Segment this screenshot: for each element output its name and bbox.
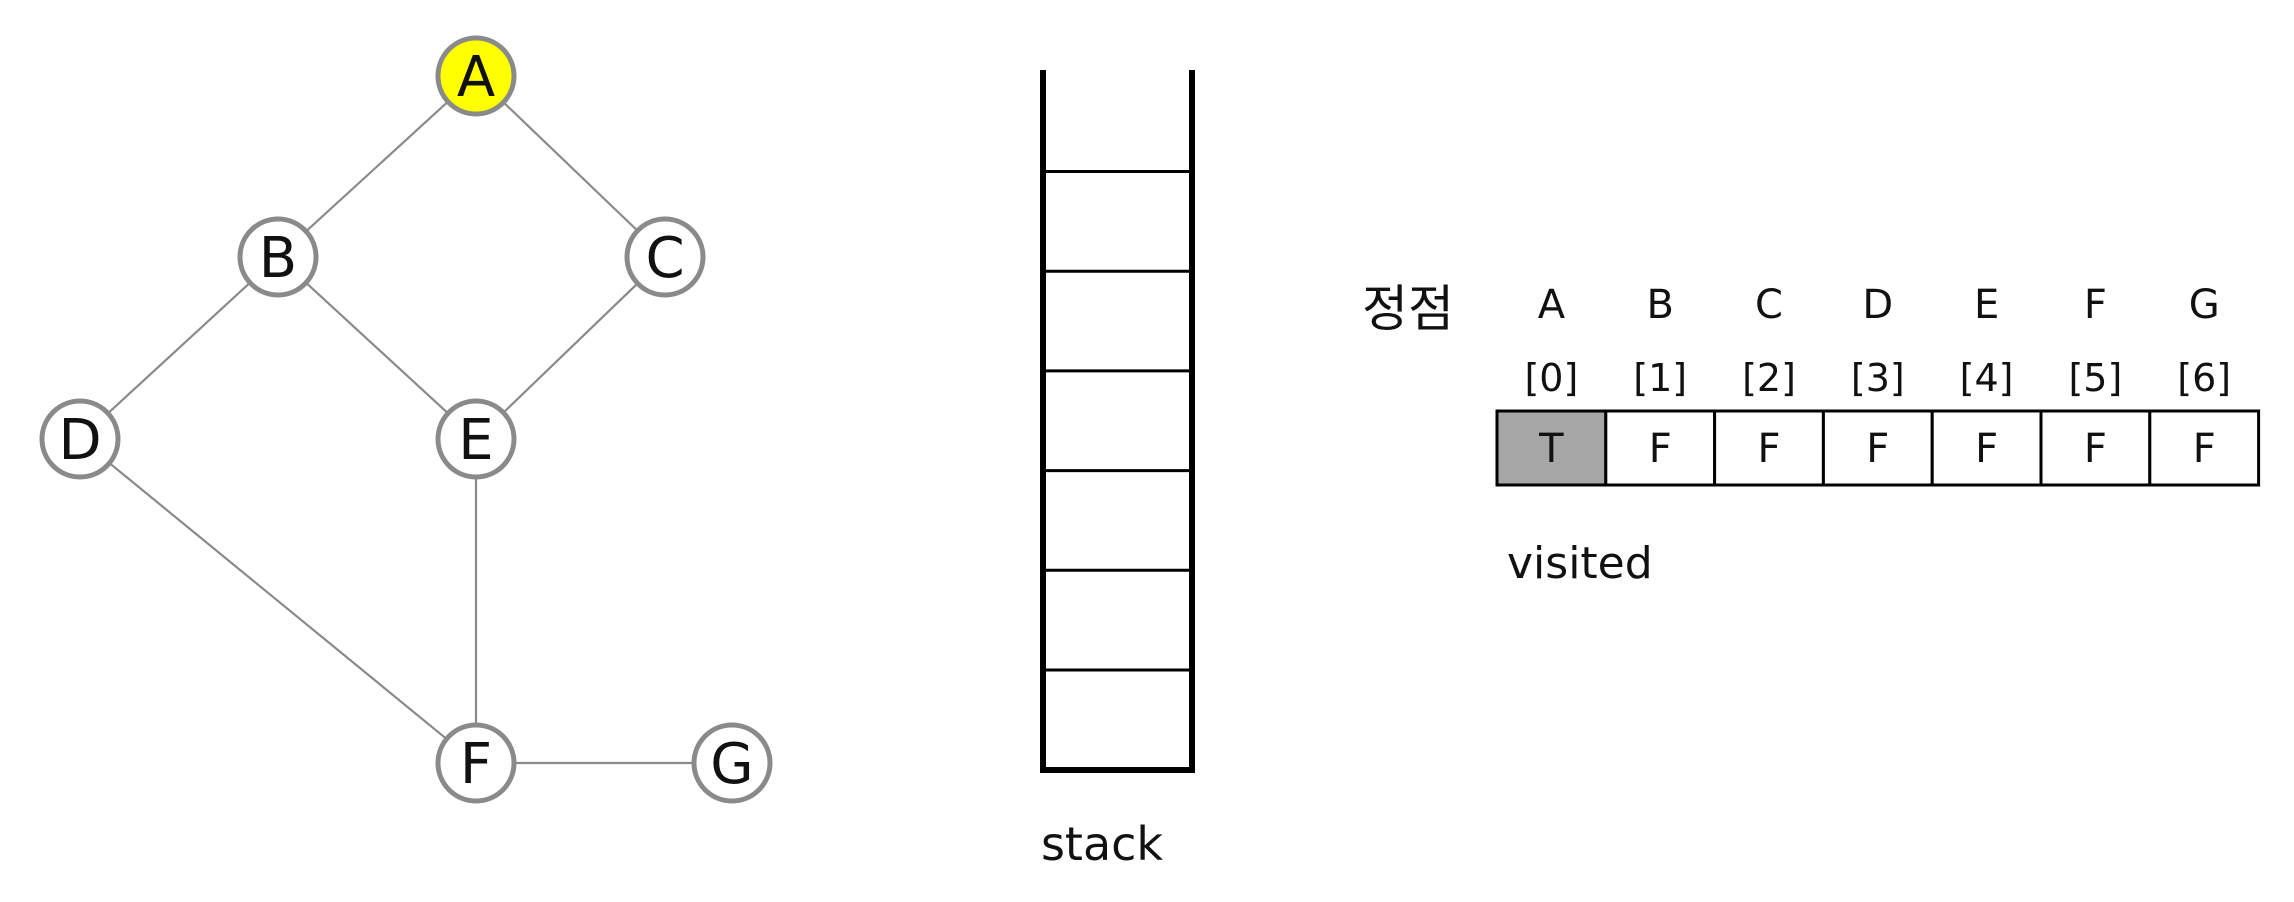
visited-cell-value: T (1538, 426, 1564, 472)
node-label: B (259, 226, 297, 291)
index-header: [6] (2177, 356, 2231, 400)
node-circle (435, 398, 517, 480)
graph-edges (107, 100, 694, 765)
index-header: [0] (1524, 356, 1578, 400)
vertex-header: E (1974, 282, 1999, 328)
stack: stack (1040, 70, 1195, 871)
visited-cell-value: F (2084, 426, 2107, 472)
visited-cell: T (1495, 409, 1608, 487)
node-f: F (435, 722, 517, 804)
node-e: E (435, 398, 517, 480)
node-d: D (39, 398, 121, 480)
visited-cell-box (2148, 409, 2261, 487)
stack-container (1040, 70, 1195, 773)
node-circle (435, 35, 517, 117)
edge-d-f (108, 462, 448, 740)
node-circle (624, 216, 706, 298)
visited-cell-box (1604, 409, 1717, 487)
node-circle (39, 398, 121, 480)
node-label: E (458, 408, 493, 473)
graph-nodes: A B C D E F G (39, 35, 773, 804)
edge-b-e (305, 281, 449, 415)
vertex-row-label: 정점 (1362, 280, 1454, 338)
index-header: [5] (2068, 356, 2122, 400)
edge-a-b (305, 100, 449, 233)
edge-a-c (502, 101, 639, 232)
node-b: B (237, 216, 319, 298)
index-header: [3] (1851, 356, 1905, 400)
index-header: [1] (1633, 356, 1687, 400)
visited-cell-value: F (2193, 426, 2216, 472)
vertex-header: B (1646, 282, 1673, 328)
node-g: G (691, 722, 773, 804)
visited-cell-box (1713, 409, 1825, 487)
node-circle (237, 216, 319, 298)
node-label: C (645, 226, 684, 291)
vertex-header: C (1755, 282, 1783, 328)
visited-cell-value: F (1649, 426, 1672, 472)
visited-cell: F (2039, 409, 2152, 487)
node-label: F (460, 732, 492, 797)
node-label: D (58, 408, 101, 473)
node-a: A (435, 35, 517, 117)
visited-cell-box (1930, 409, 2043, 487)
index-headers: [0] [1] [2] [3] [4] [5] [6] (1524, 356, 2231, 400)
node-c: C (624, 216, 706, 298)
edge-b-d (107, 281, 251, 415)
vertex-header: F (2084, 282, 2107, 328)
visited-cell: F (1821, 409, 1934, 487)
visited-cell: F (1713, 409, 1825, 487)
vertex-header: D (1862, 282, 1893, 328)
visited-cell-box (2039, 409, 2152, 487)
visited-cell-box (1821, 409, 1934, 487)
graph: A B C D E F G (39, 35, 773, 804)
visited-cell: F (1604, 409, 1717, 487)
index-header: [2] (1742, 356, 1796, 400)
visited-cell-value: F (1975, 426, 1998, 472)
visited-cell: F (2148, 409, 2261, 487)
visited-cell-value: F (1866, 426, 1889, 472)
node-circle (435, 722, 517, 804)
visited-label: visited (1507, 538, 1653, 589)
visited-array: 정점 A B C D E F G [0] [1] [2] [3] [4] [5] [6] T F F F F F F… (1362, 280, 2261, 589)
vertex-headers: A B C D E F G (1538, 282, 2220, 328)
stack-label: stack (1041, 817, 1163, 871)
visited-cell: F (1930, 409, 2043, 487)
visited-cell-value: F (1757, 426, 1780, 472)
node-circle (691, 722, 773, 804)
node-label: G (710, 732, 753, 797)
node-label: A (457, 45, 495, 110)
stack-outline (1040, 70, 1195, 773)
vertex-header: A (1538, 282, 1566, 328)
vertex-header: G (2189, 282, 2220, 328)
index-header: [4] (1960, 356, 2014, 400)
edge-c-e (502, 282, 639, 414)
